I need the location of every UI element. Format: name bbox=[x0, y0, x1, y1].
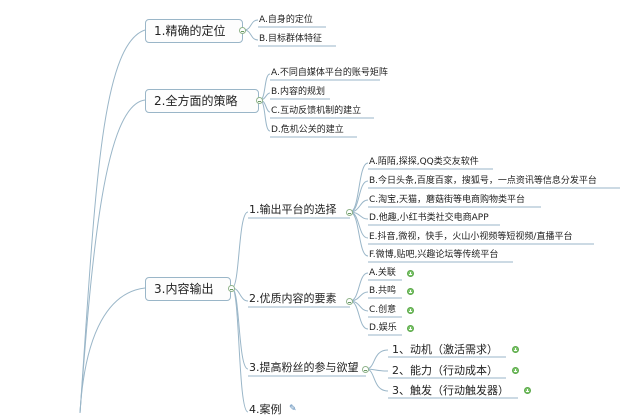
element-d[interactable]: D.娱乐 bbox=[369, 323, 397, 333]
collapse-icon[interactable] bbox=[346, 298, 353, 305]
connector-root-1 bbox=[79, 29, 146, 413]
leaf-2-c[interactable]: C.互动反馈机制的建立 bbox=[271, 106, 362, 116]
connector-3-1 bbox=[231, 211, 249, 289]
connector-1-b bbox=[243, 29, 259, 41]
sub-2-label[interactable]: 2.优质内容的要素 bbox=[249, 292, 337, 305]
collapse-icon[interactable] bbox=[228, 285, 235, 292]
collapse-icon[interactable] bbox=[362, 366, 369, 373]
platform-c[interactable]: C.淘宝,天猫，蘑菇街等电商购物类平台 bbox=[369, 195, 526, 205]
platform-a[interactable]: A.陌陌,探探,QQ类交友软件 bbox=[369, 157, 479, 167]
plus-circle-icon[interactable] bbox=[512, 346, 519, 353]
plus-circle-icon[interactable] bbox=[407, 325, 414, 332]
branch-3-node[interactable]: 3.内容输出 bbox=[145, 277, 231, 301]
connector-root-2 bbox=[79, 99, 146, 413]
sub-4-label[interactable]: 4.案例 bbox=[249, 403, 282, 416]
connector-3-4 bbox=[231, 287, 249, 413]
plus-circle-icon[interactable] bbox=[407, 270, 414, 277]
motivation-1[interactable]: 1、动机（激活需求） bbox=[392, 343, 498, 356]
branch-2-node[interactable]: 2.全方面的策略 bbox=[145, 89, 259, 113]
branch-2-label: 2.全方面的策略 bbox=[154, 94, 238, 108]
motivation-2[interactable]: 2、能力（行动成本） bbox=[392, 364, 498, 377]
platform-e[interactable]: E.抖音,微视，快手，火山小视频等短视频/直播平台 bbox=[369, 232, 573, 242]
platform-b[interactable]: B.今日头条,百度百家，搜狐号，一点资讯等信息分发平台 bbox=[369, 176, 597, 186]
element-b[interactable]: B.共鸣 bbox=[369, 286, 397, 296]
collapse-icon[interactable] bbox=[239, 27, 246, 34]
leaf-1-a[interactable]: A.自身的定位 bbox=[259, 15, 313, 25]
motivation-3[interactable]: 3、触发（行动触发器） bbox=[392, 384, 509, 397]
element-a[interactable]: A.关联 bbox=[369, 268, 396, 278]
plus-circle-icon[interactable] bbox=[407, 288, 414, 295]
connector-s1-a bbox=[349, 162, 369, 213]
connector-1-a bbox=[243, 19, 259, 31]
branch-1-label: 1.精确的定位 bbox=[154, 24, 226, 38]
plus-circle-icon[interactable] bbox=[524, 387, 531, 394]
platform-d[interactable]: D.他趣,小红书类社交电商APP bbox=[369, 213, 489, 223]
connector-root-3 bbox=[79, 287, 146, 413]
platform-f[interactable]: F.微博,贴吧,兴趣论坛等传统平台 bbox=[369, 250, 499, 260]
connector-s3-a bbox=[365, 349, 389, 370]
sub-1-label[interactable]: 1.输出平台的选择 bbox=[249, 203, 337, 216]
collapse-icon[interactable] bbox=[346, 209, 353, 216]
plus-circle-icon[interactable] bbox=[407, 307, 414, 314]
leaf-2-b[interactable]: B.内容的规划 bbox=[271, 87, 326, 97]
plus-circle-icon[interactable] bbox=[512, 367, 519, 374]
pencil-icon[interactable]: ✎ bbox=[289, 404, 297, 414]
sub-3-label[interactable]: 3.提高粉丝的参与欲望 bbox=[249, 361, 359, 374]
branch-3-label: 3.内容输出 bbox=[154, 282, 214, 296]
collapse-icon[interactable] bbox=[256, 97, 263, 104]
leaf-1-b[interactable]: B.目标群体特征 bbox=[259, 34, 323, 44]
connector-2-a bbox=[259, 73, 271, 101]
leaf-2-d[interactable]: D.危机公关的建立 bbox=[271, 125, 344, 135]
connector-s3-c bbox=[365, 368, 389, 392]
element-c[interactable]: C.创意 bbox=[369, 305, 397, 315]
branch-1-node[interactable]: 1.精确的定位 bbox=[145, 19, 243, 43]
leaf-2-a[interactable]: A.不同自媒体平台的账号矩阵 bbox=[271, 68, 388, 78]
